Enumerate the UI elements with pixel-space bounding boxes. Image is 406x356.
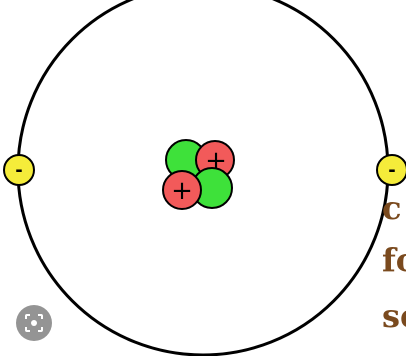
side-text-2: fo bbox=[382, 244, 406, 276]
lens-search-icon bbox=[24, 313, 44, 333]
electron-left: - bbox=[4, 155, 34, 185]
nucleus: + + bbox=[163, 140, 234, 209]
side-text-3: se bbox=[382, 300, 406, 332]
lens-search-button[interactable] bbox=[16, 305, 52, 341]
electron-sign-right: - bbox=[388, 160, 395, 181]
side-text-1: c bbox=[382, 192, 401, 224]
proton-sign-bottom: + bbox=[171, 176, 193, 206]
electron-right: - bbox=[377, 155, 406, 185]
electron-sign-left: - bbox=[15, 160, 22, 181]
